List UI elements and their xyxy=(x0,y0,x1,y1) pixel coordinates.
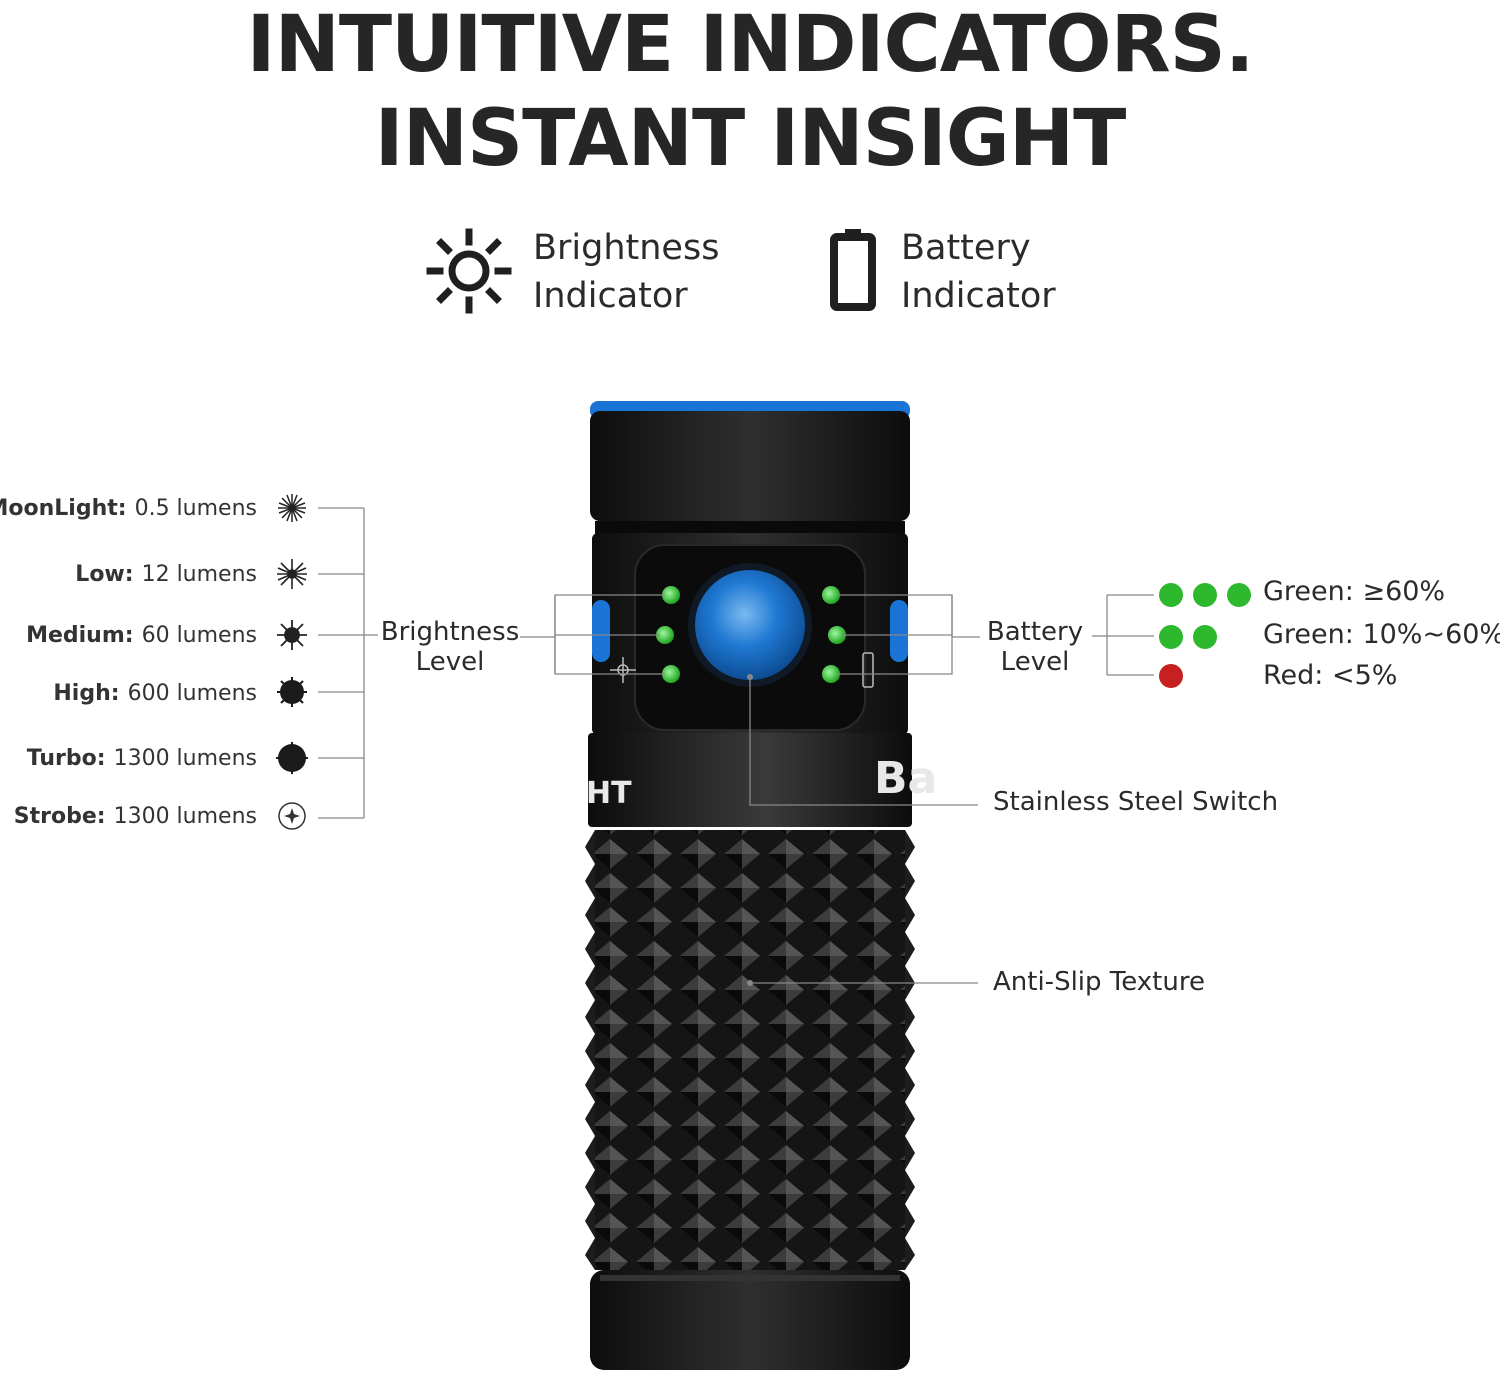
mode-row-low: Low:12 lumens xyxy=(75,559,267,589)
sun-icon xyxy=(426,228,512,314)
mode-value: 12 lumens xyxy=(141,561,257,587)
mode-name: Turbo xyxy=(26,745,97,771)
high-icon xyxy=(277,677,307,707)
mode-colon: : xyxy=(124,622,134,648)
mode-value: 1300 lumens xyxy=(113,745,257,771)
battery-state-mid-label: Green: 10%~60% xyxy=(1263,619,1500,650)
brightness-indicator-label: Brightness Indicator xyxy=(533,224,719,320)
mode-colon: : xyxy=(96,803,106,829)
brightness-indicator-line-2: Indicator xyxy=(533,276,688,316)
mode-colon: : xyxy=(124,561,134,587)
brightness-level-line-1: Brightness xyxy=(380,617,520,647)
battery-indicator-label: Battery Indicator xyxy=(901,224,1056,320)
mode-value: 1300 lumens xyxy=(113,803,257,829)
battery-level-line-2: Level xyxy=(1000,647,1070,677)
mode-name: MoonLight xyxy=(0,495,118,521)
headline-line-1: INTUITIVE INDICATORS. xyxy=(246,0,1255,90)
battery-level-line-1: Battery xyxy=(986,617,1084,647)
mode-name: High xyxy=(53,680,111,706)
mode-name: Strobe xyxy=(13,803,97,829)
mode-colon: : xyxy=(117,495,127,521)
strobe-icon xyxy=(278,802,306,830)
flashlight-illustration: HT Ba xyxy=(520,401,980,1370)
headline-line-2: INSTANT INSIGHT xyxy=(374,94,1127,184)
battery-indicator-line-2: Indicator xyxy=(901,276,1056,316)
mode-row-moonlight: MoonLight:0.5 lumens xyxy=(0,493,267,523)
mode-colon: : xyxy=(110,680,120,706)
mode-colon: : xyxy=(96,745,106,771)
brand-text-fragment: HT xyxy=(586,776,632,811)
battery-state-bracket xyxy=(1092,594,1154,676)
battery-level-callout: Battery Level xyxy=(984,617,1086,677)
mode-row-strobe: Strobe:1300 lumens xyxy=(14,801,267,831)
mode-name: Medium xyxy=(26,622,125,648)
texture-callout: Anti-Slip Texture xyxy=(993,967,1205,997)
battery-state-full-label: Green: ≥60% xyxy=(1263,576,1446,607)
mode-row-high: High:600 lumens xyxy=(53,678,267,708)
model-text-fragment: Ba xyxy=(874,753,937,804)
mode-value: 600 lumens xyxy=(127,680,257,706)
mode-name: Low xyxy=(75,561,125,587)
battery-dots-full xyxy=(1159,583,1251,607)
battery-dots-mid xyxy=(1159,625,1217,649)
brightness-level-line-2: Level xyxy=(415,647,485,677)
medium-icon xyxy=(277,620,307,650)
brightness-indicator-line-1: Brightness xyxy=(533,228,720,268)
battery-icon xyxy=(830,229,876,311)
mode-icons-and-connectors xyxy=(276,494,378,830)
turbo-icon xyxy=(276,742,308,774)
switch-callout: Stainless Steel Switch xyxy=(993,787,1279,817)
mode-value: 60 lumens xyxy=(141,622,257,648)
battery-state-low-label: Red: <5% xyxy=(1263,660,1398,691)
low-icon xyxy=(277,559,307,589)
brightness-level-callout: Brightness Level xyxy=(378,617,522,677)
battery-indicator-line-1: Battery xyxy=(901,228,1031,268)
mode-row-medium: Medium:60 lumens xyxy=(26,620,267,650)
moonlight-icon xyxy=(278,494,306,522)
mode-row-turbo: Turbo:1300 lumens xyxy=(27,743,267,773)
battery-dots-low xyxy=(1159,664,1183,688)
mode-value: 0.5 lumens xyxy=(134,495,257,521)
